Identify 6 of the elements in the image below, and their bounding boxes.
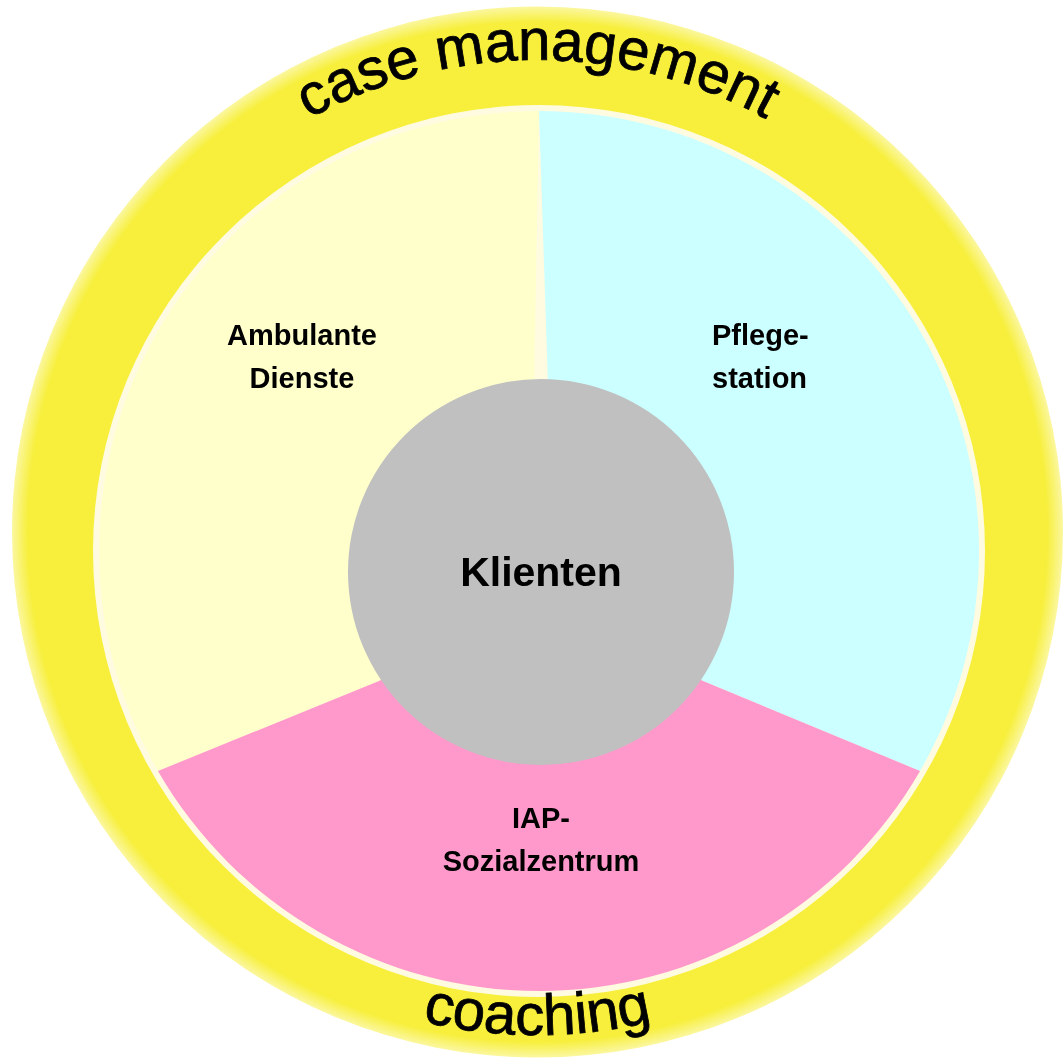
sector-label: IAP- Sozialzentrum: [441, 800, 641, 879]
sector-label: Pflege- station: [712, 317, 810, 396]
ring-label: coaching: [419, 969, 656, 1048]
sector-label: Ambulante Dienste: [226, 317, 378, 396]
ring-label: case management: [284, 6, 792, 130]
center-label: Klienten: [459, 547, 623, 597]
